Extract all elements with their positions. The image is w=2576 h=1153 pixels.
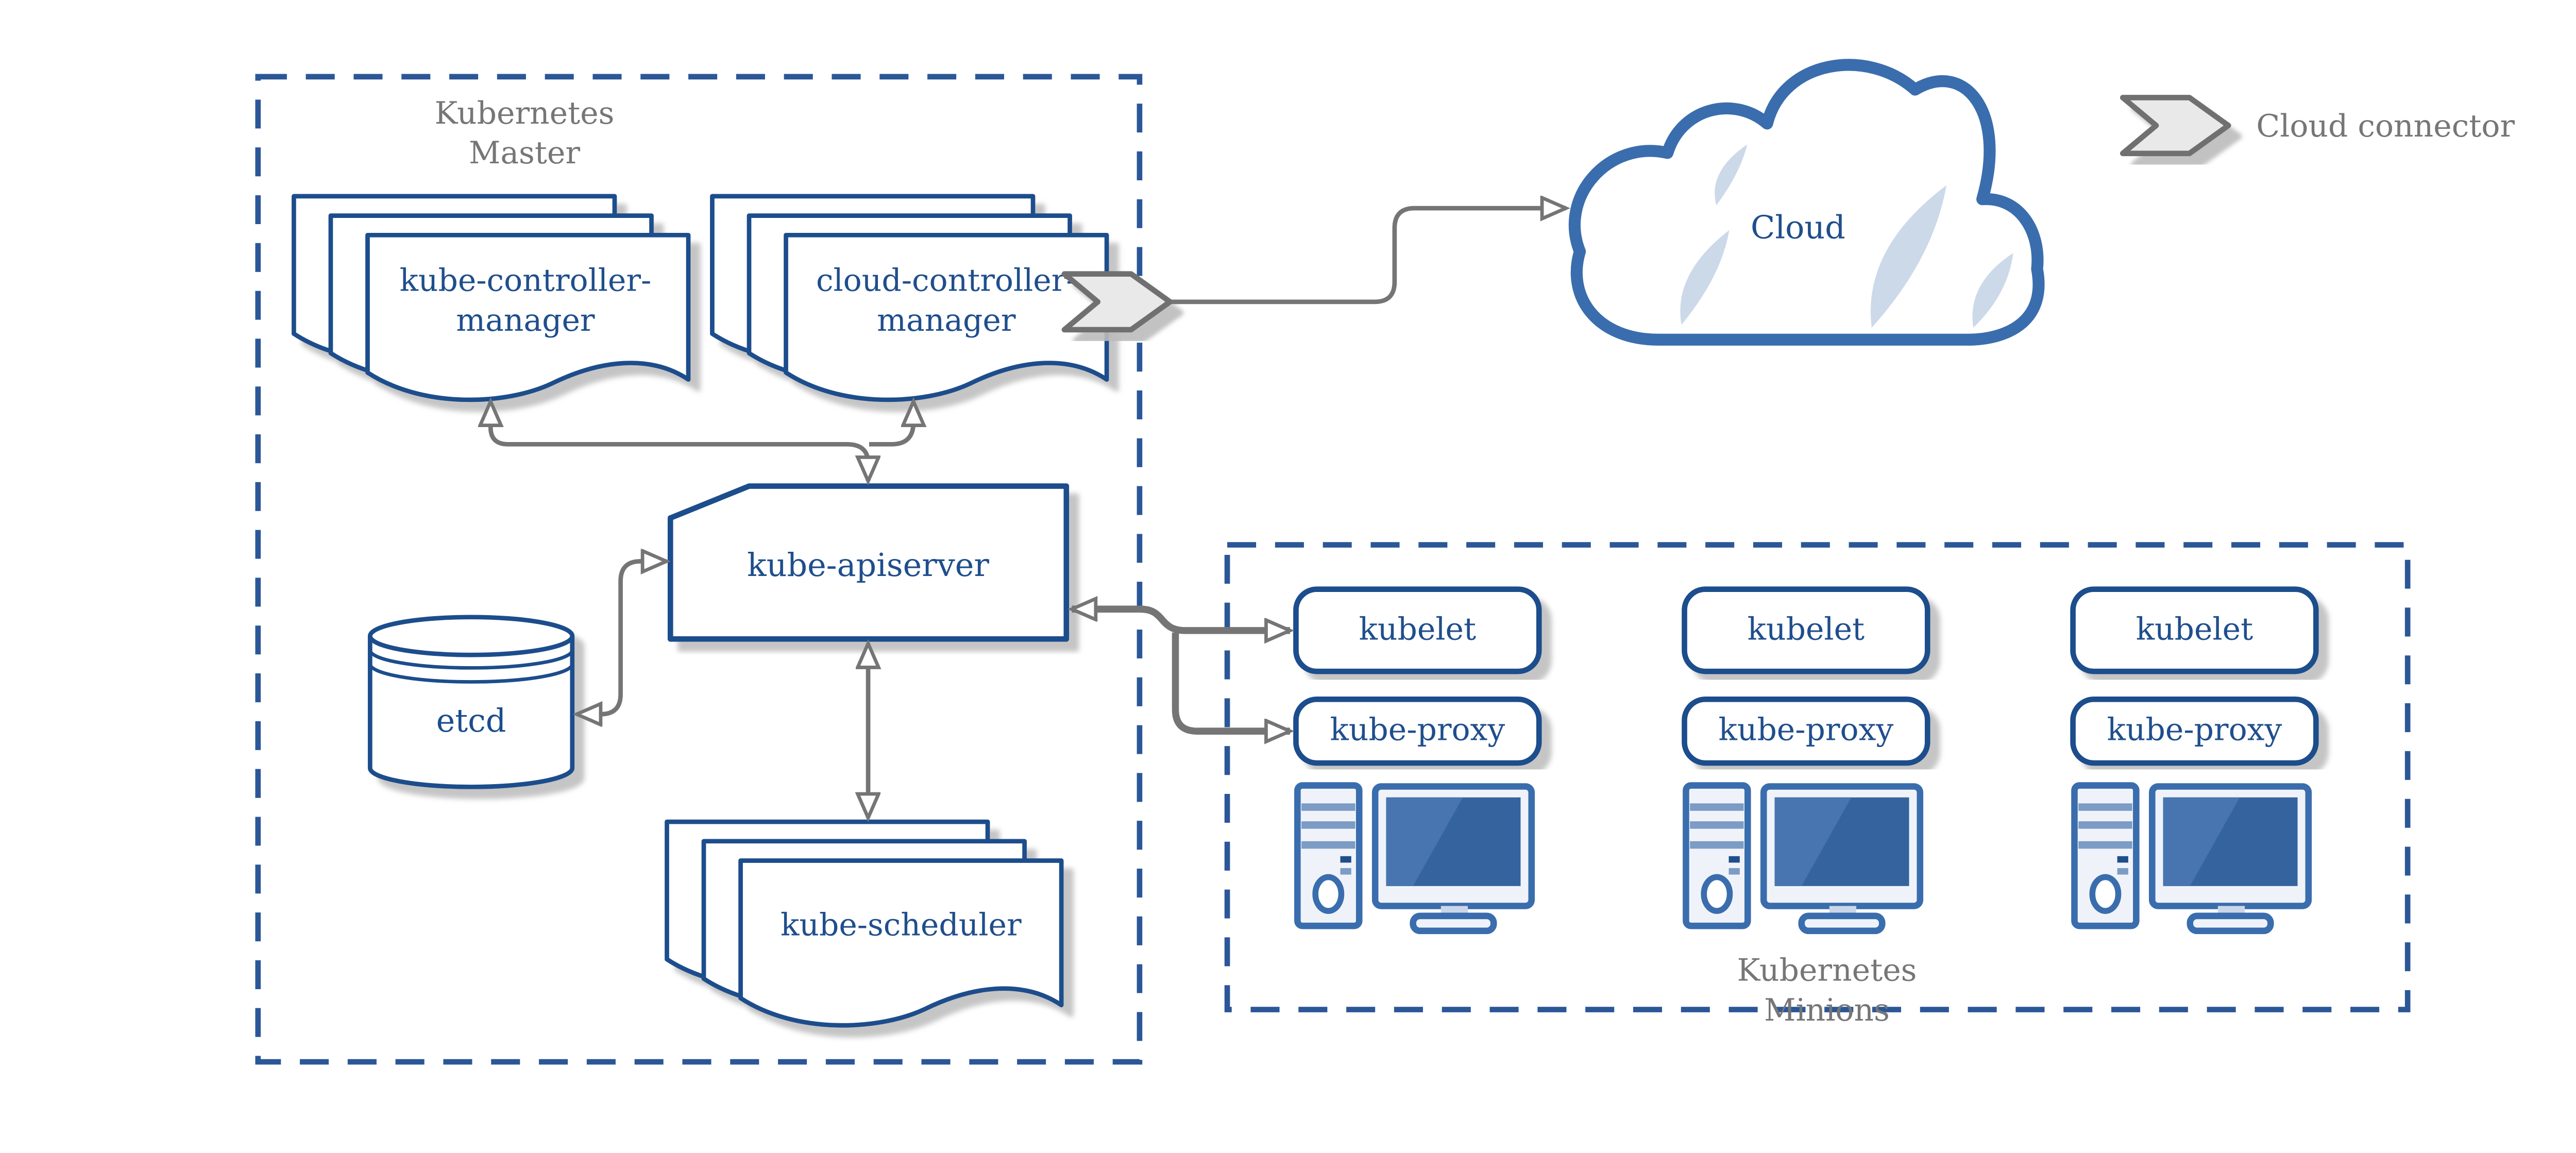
minion-node-1: kubelet kube-proxy [1293,586,1542,931]
kube-controller-manager-label-line1: kube-controller- [400,263,652,299]
cloud-highlight-icon [1870,185,1947,328]
diagram-canvas: Kubernetes Master kube-controller- manag… [255,59,2515,1065]
cloud-highlight-icon [1972,253,2013,328]
cloud-connector-line [1171,208,1566,304]
kube-apiserver-node: kube-apiserver [667,483,1070,642]
kubernetes-minions-boundary [1224,542,2411,1012]
kube-proxy-label: kube-proxy [1330,712,1505,748]
cloud-highlight-icon [1680,230,1730,325]
master-label-line2: Master [469,135,580,171]
apiserver-kube-proxy-connector [1172,632,1290,731]
etcd-node: etcd [367,615,575,789]
cloud-label: Cloud [1751,209,1845,246]
cloud-controller-manager-label-line2: manager [877,302,1016,338]
kube-proxy-label: kube-proxy [2107,712,2282,748]
minion-node-3: kubelet kube-proxy [2070,586,2319,931]
kube-scheduler-node: kube-scheduler [667,822,1061,1025]
kubernetes-architecture-diagram: Kubernetes Master kube-controller- manag… [255,59,2515,1065]
minions-label-line2: Minions [1764,992,1890,1028]
etcd-label: etcd [436,702,506,739]
minions-label-line1: Kubernetes [1737,953,1917,989]
kube-controller-manager-label-line2: manager [456,302,595,338]
controller-apiserver-connector [490,401,868,481]
kubernetes-master-boundary [255,74,1143,1065]
kube-proxy-label: kube-proxy [1719,712,1894,748]
kubelet-label: kubelet [2136,611,2253,647]
apiserver-kubelet-connector [1072,609,1290,631]
legend-cloud-connector-label: Cloud connector [2256,108,2515,144]
legend-chevron-icon [2123,97,2228,153]
cloud-highlight-icon [1715,144,1748,206]
master-label-line1: Kubernetes [435,95,615,131]
cloud-controller-manager-label-line1: cloud-controller- [816,263,1077,299]
kube-apiserver-label: kube-apiserver [747,547,989,584]
cloud-controller-manager-node: cloud-controller- manager [712,196,1107,400]
minion-node-2: kubelet kube-proxy [1682,586,1930,931]
cloud-controller-apiserver-connector [869,401,913,447]
kubelet-label: kubelet [1359,611,1476,647]
kube-controller-manager-node: kube-controller- manager [294,196,688,400]
cloud-node: Cloud [1568,59,2045,346]
kubelet-label: kubelet [1748,611,1865,647]
etcd-apiserver-connector [577,562,666,715]
kube-scheduler-label: kube-scheduler [781,907,1022,943]
legend-cloud-connector: Cloud connector [2123,97,2515,153]
